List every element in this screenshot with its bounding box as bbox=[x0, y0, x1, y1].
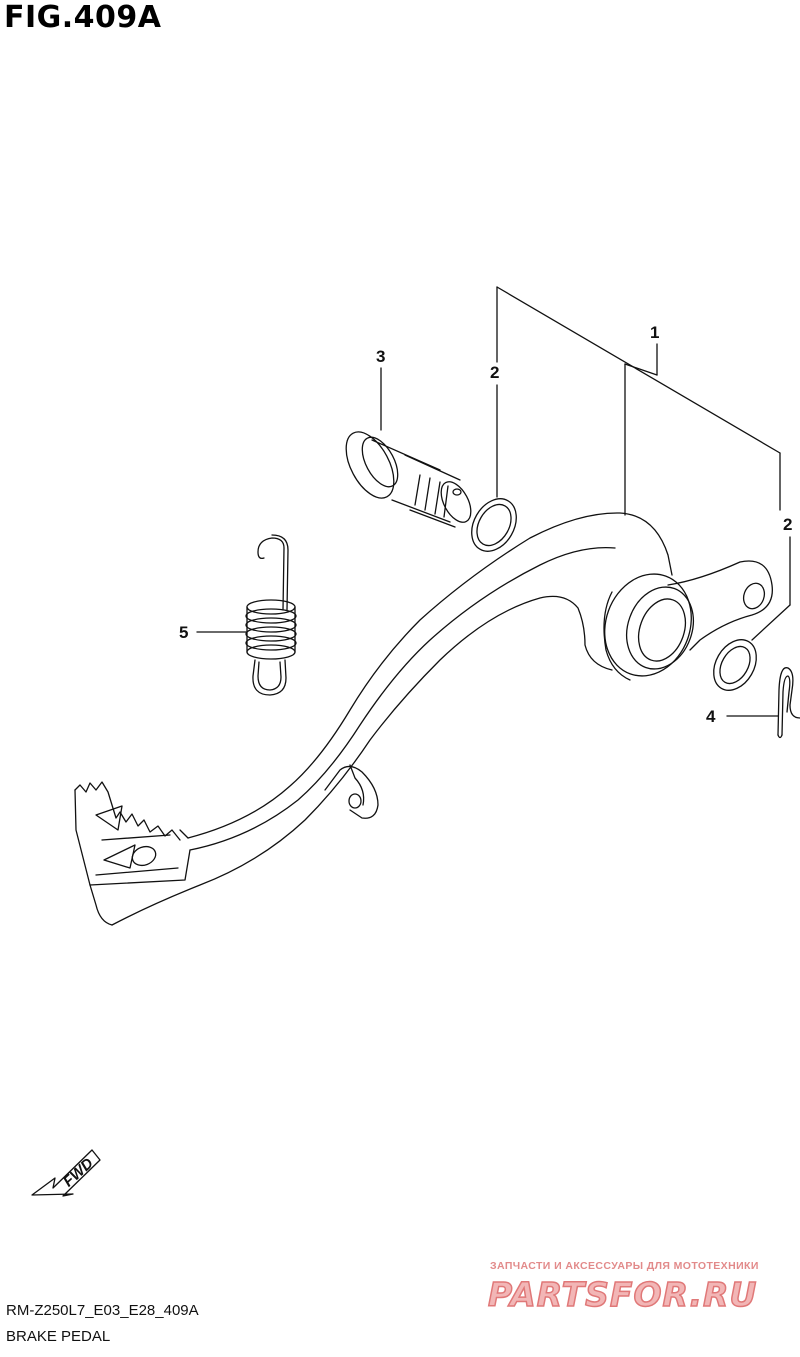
washer-upper bbox=[471, 498, 517, 552]
washer-lower bbox=[713, 639, 757, 691]
callout-4: 4 bbox=[706, 707, 716, 726]
callout-2-right: 2 bbox=[783, 515, 792, 534]
model-code: RM-Z250L7_E03_E28_409A bbox=[6, 1302, 199, 1319]
callout-2-upper: 2 bbox=[490, 363, 499, 382]
return-spring bbox=[245, 534, 297, 696]
fwd-label: FWD bbox=[60, 1155, 97, 1191]
forward-arrow-icon bbox=[31, 1149, 101, 1197]
pivot-bolt bbox=[345, 431, 472, 528]
callout-3: 3 bbox=[376, 347, 385, 366]
assembly-name: BRAKE PEDAL bbox=[6, 1328, 111, 1345]
leader-lines bbox=[196, 286, 791, 717]
callout-labels: 1 2 2 3 4 5 bbox=[179, 323, 792, 726]
figure-title: FIG.409A bbox=[4, 0, 162, 35]
callout-5: 5 bbox=[179, 623, 188, 642]
watermark-tagline: ЗАПЧАСТИ И АКСЕССУАРЫ ДЛЯ МОТОТЕХНИКИ bbox=[490, 1260, 759, 1272]
brake-pedal-body bbox=[74, 512, 773, 926]
callout-1: 1 bbox=[650, 323, 659, 342]
watermark-brand: PARTSFOR.RU bbox=[487, 1274, 758, 1315]
cotter-pin bbox=[777, 667, 800, 739]
